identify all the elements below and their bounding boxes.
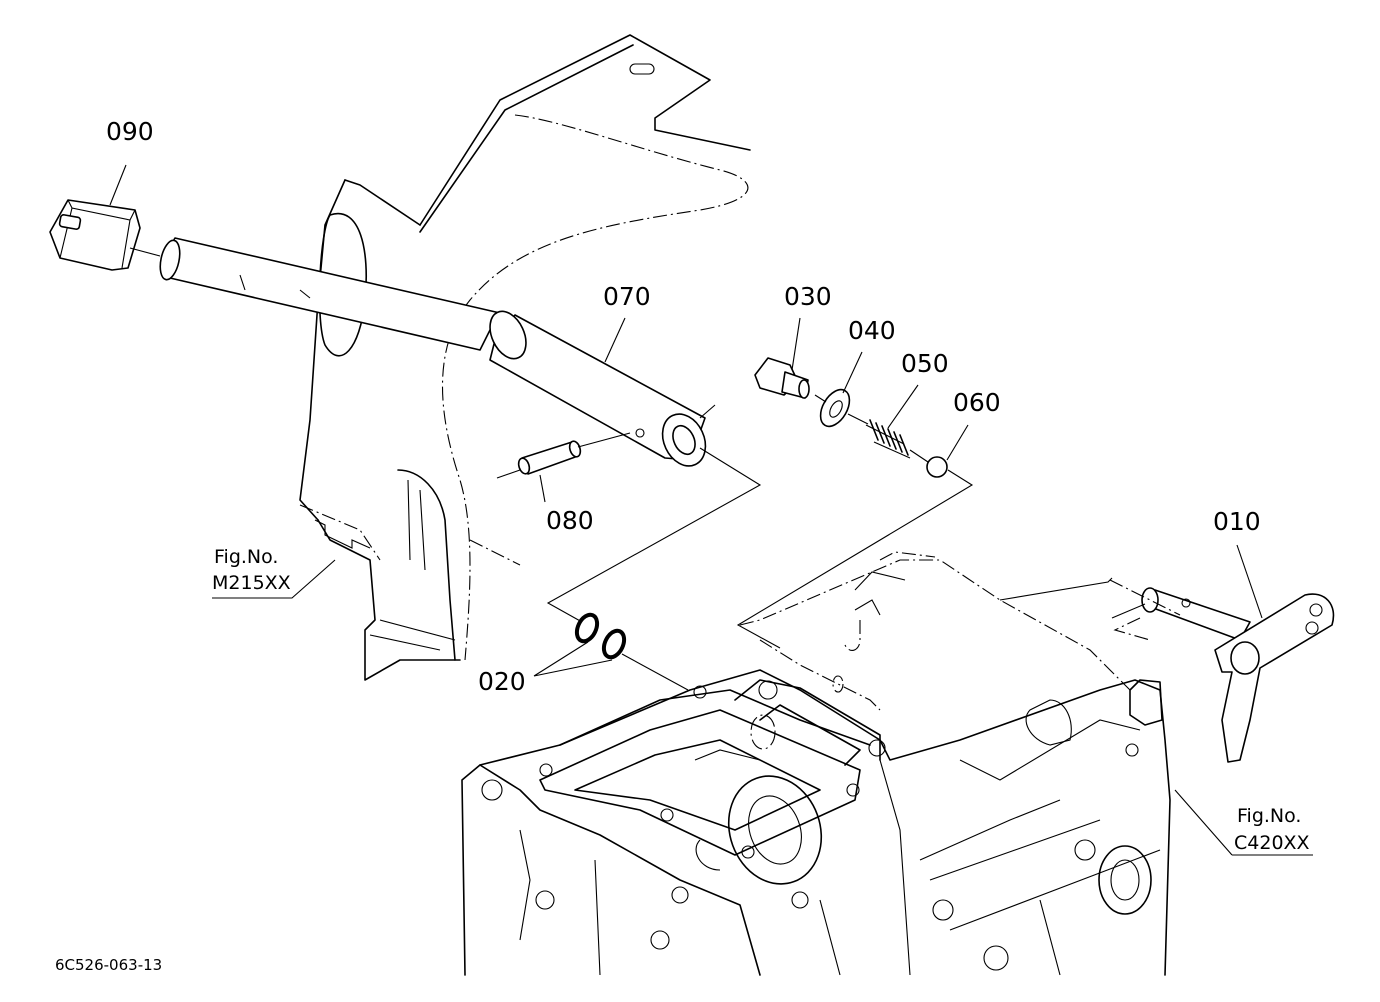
plug-030 (754, 357, 810, 399)
fig-ref-m215-number: M215XX (212, 572, 291, 594)
o-rings-020 (574, 612, 627, 660)
part-label-070: 070 (603, 282, 651, 311)
transmission-case (461, 669, 1171, 976)
pin-080 (517, 440, 582, 475)
grip-090 (49, 199, 141, 271)
ball-060 (926, 456, 948, 478)
phantom-lines (739, 551, 1201, 750)
assembly-lines (129, 247, 1146, 691)
spring-050 (865, 419, 911, 459)
fig-ref-c420-title: Fig.No. (1237, 805, 1301, 827)
drawing-code: 6C526-063-13 (55, 956, 162, 974)
arm-010 (1141, 587, 1335, 763)
part-label-010: 010 (1213, 507, 1261, 536)
leader-lines (109, 164, 1313, 856)
part-label-040: 040 (848, 316, 896, 345)
part-label-030: 030 (784, 282, 832, 311)
part-label-020: 020 (478, 667, 526, 696)
upper-bracket (299, 34, 751, 681)
part-label-060: 060 (953, 388, 1001, 417)
part-label-090: 090 (106, 117, 154, 146)
shaft-boss-070 (489, 310, 707, 467)
washer-040 (819, 388, 851, 428)
fig-ref-c420-number: C420XX (1234, 832, 1310, 854)
part-label-050: 050 (901, 349, 949, 378)
part-label-080: 080 (546, 506, 594, 535)
lever-rod (159, 237, 501, 351)
fig-ref-m215-title: Fig.No. (214, 546, 278, 568)
